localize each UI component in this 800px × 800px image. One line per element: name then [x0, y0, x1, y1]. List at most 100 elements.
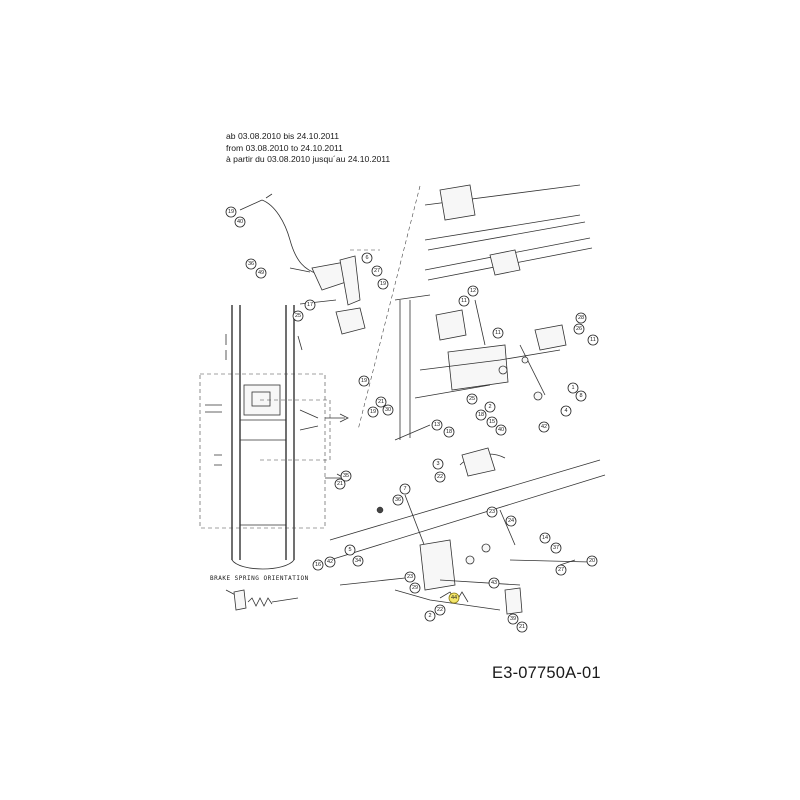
callout-number: 5 — [348, 547, 351, 553]
callout-number: 25 — [469, 396, 475, 402]
callout-number: 43 — [491, 580, 497, 586]
callout-number: 20 — [589, 558, 595, 564]
callout-21c: 21 — [516, 621, 528, 633]
callout-number: 11 — [590, 337, 596, 343]
callout-18b: 18 — [443, 426, 455, 438]
callout-number: 6 — [365, 255, 368, 261]
callouts-top-right: 12 11 28 11 26 11 1 8 19 21 30 19 25 2 1… — [358, 285, 599, 438]
callout-number: 34 — [355, 558, 361, 564]
callout-number: 1 — [571, 385, 574, 391]
callout-34: 34 — [352, 555, 364, 567]
callout-number: 7 — [403, 486, 406, 492]
frame-chassis — [199, 305, 349, 570]
date-range-en: from 03.08.2010 to 24.10.2011 — [226, 142, 343, 153]
callout-24: 24 — [505, 515, 517, 527]
callout-number: 44 — [451, 595, 457, 601]
callout-number: 37 — [553, 545, 559, 551]
callout-11: 11 — [458, 295, 470, 307]
callout-number: 4 — [564, 408, 567, 414]
callout-27b: 27 — [555, 564, 567, 576]
callout-25: 25 — [292, 310, 304, 322]
callout-37: 37 — [550, 542, 562, 554]
callout-number: 11 — [495, 330, 501, 336]
callout-18: 18 — [475, 409, 487, 421]
callout-4: 4 — [560, 405, 572, 417]
callout-number: 22 — [437, 474, 443, 480]
date-range-header: ab 03.08.2010 bis 24.10.2011 from 03.08.… — [226, 131, 390, 166]
callout-number: 26 — [576, 326, 582, 332]
callout-23b: 23 — [404, 571, 416, 583]
brake-spring-orientation-label: BRAKE SPRING ORIENTATION — [210, 575, 309, 582]
callout-number: 36 — [248, 261, 254, 267]
callout-22b: 22 — [434, 604, 446, 616]
callout-2: 2 — [484, 401, 496, 413]
callout-number: 21 — [519, 624, 525, 630]
callout-1: 1 — [567, 382, 579, 394]
callout-2b: 2 — [424, 610, 436, 622]
frame-rails-pedals — [394, 184, 593, 441]
callout-7: 7 — [399, 483, 411, 495]
callout-23: 23 — [486, 506, 498, 518]
callout-29: 29 — [409, 582, 421, 594]
callout-number: 15 — [489, 419, 495, 425]
callout-number: 40 — [498, 427, 504, 433]
callout-number: 2 — [428, 613, 431, 619]
callout-36: 36 — [245, 258, 257, 270]
callout-20: 20 — [586, 555, 598, 567]
callout-number: 18 — [478, 412, 484, 418]
callout-16: 16 — [312, 559, 324, 571]
callouts-top-left: 19 40 36 49 6 27 19 17 25 — [225, 206, 389, 322]
callout-11c: 11 — [492, 327, 504, 339]
callout-number: 11 — [461, 298, 467, 304]
callout-8: 8 — [575, 390, 587, 402]
callout-42b: 42 — [324, 556, 336, 568]
callout-13: 13 — [431, 419, 443, 431]
callout-40b: 40 — [495, 424, 507, 436]
callout-35: 35 — [340, 470, 352, 482]
callout-27: 27 — [371, 265, 383, 277]
callout-number: 39 — [510, 616, 516, 622]
callout-number: 3 — [436, 461, 439, 467]
callout-19c: 19 — [358, 375, 370, 387]
callout-30: 30 — [382, 404, 394, 416]
callout-number: 23 — [407, 574, 413, 580]
callout-40: 40 — [234, 216, 246, 228]
callout-42: 42 — [538, 421, 550, 433]
callout-number: 42 — [327, 559, 333, 565]
callout-44-highlighted: 44 — [448, 592, 460, 604]
callout-number: 19 — [370, 409, 376, 415]
callout-number: 25 — [295, 313, 301, 319]
callout-number: 21 — [337, 481, 343, 487]
callout-39: 39 — [507, 613, 519, 625]
callout-number: 36 — [395, 497, 401, 503]
brake-spring-detail — [225, 589, 299, 611]
callout-3: 3 — [432, 458, 444, 470]
callout-26: 26 — [573, 323, 585, 335]
callout-number: 17 — [307, 302, 313, 308]
callout-17: 17 — [304, 299, 316, 311]
callout-25b: 25 — [466, 393, 478, 405]
callout-6: 6 — [361, 252, 373, 264]
callout-number: 21 — [378, 399, 384, 405]
callout-5: 5 — [344, 544, 356, 556]
callout-21b: 21 — [334, 478, 346, 490]
callout-number: 27 — [374, 268, 380, 274]
callout-number: 29 — [412, 585, 418, 591]
callout-49: 49 — [255, 267, 267, 279]
pedal-linkage-assembly — [329, 447, 606, 615]
callout-number: 24 — [508, 518, 514, 524]
callout-28: 28 — [575, 312, 587, 324]
callout-number: 30 — [385, 407, 391, 413]
callout-number: 22 — [437, 607, 443, 613]
callout-number: 14 — [542, 535, 548, 541]
callout-36b: 36 — [392, 494, 404, 506]
callout-19d: 19 — [367, 406, 379, 418]
callout-number: 16 — [315, 562, 321, 568]
callout-number: 35 — [343, 473, 349, 479]
callout-number: 49 — [258, 270, 264, 276]
callout-21: 21 — [375, 396, 387, 408]
callout-number: 8 — [579, 393, 582, 399]
callout-number: 27 — [558, 567, 564, 573]
callout-number: 19 — [380, 281, 386, 287]
